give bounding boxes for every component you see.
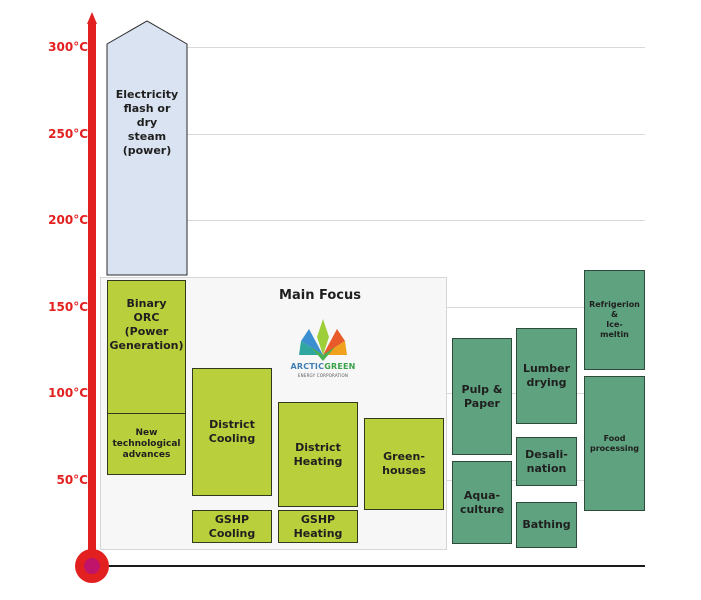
district-cooling-box: District Cooling <box>192 368 272 496</box>
axis-label-150: 150°C <box>48 300 88 314</box>
lumber-drying-box: Lumber drying <box>516 328 577 424</box>
arcticgreen-logo-icon <box>299 319 347 361</box>
logo-brand-green: GREEN <box>324 362 356 371</box>
greenhouses-box: Green- houses <box>364 418 444 510</box>
axis-label-250: 250°C <box>48 127 88 141</box>
logo-brand-name: ARCTICGREEN <box>276 362 370 371</box>
refrigeration-box: Refrigerion & Ice- meltin <box>584 270 645 370</box>
gshp-cooling-box: GSHP Cooling <box>192 510 272 543</box>
binary-orc-box: Binary ORC (Power Generation) <box>107 280 186 414</box>
thermometer-icon <box>75 12 109 583</box>
logo-tagline: ENERGY CORPORATION <box>297 373 349 378</box>
aquaculture-box: Aqua- culture <box>452 461 512 544</box>
gshp-heating-box: GSHP Heating <box>278 510 358 543</box>
main-focus-title: Main Focus <box>279 288 361 303</box>
gridline-200 <box>185 220 645 221</box>
food-processing-box: Food processing <box>584 376 645 511</box>
gridline-250 <box>185 134 645 135</box>
x-axis-line <box>92 565 645 567</box>
gridline-300 <box>185 47 645 48</box>
axis-label-50: 50°C <box>56 473 88 487</box>
district-heating-box: District Heating <box>278 402 358 507</box>
bathing-box: Bathing <box>516 502 577 548</box>
logo-brand-arctic: ARCTIC <box>290 362 325 371</box>
new-tech-box: New technological advances <box>107 413 186 475</box>
electricity-label: Electricity flash or dry steam (power) <box>115 88 179 157</box>
desalination-box: Desali- nation <box>516 437 577 486</box>
axis-label-100: 100°C <box>48 386 88 400</box>
electricity-arrow-shape <box>106 20 188 276</box>
pulp-paper-box: Pulp & Paper <box>452 338 512 455</box>
axis-label-200: 200°C <box>48 213 88 227</box>
axis-label-300: 300°C <box>48 40 88 54</box>
